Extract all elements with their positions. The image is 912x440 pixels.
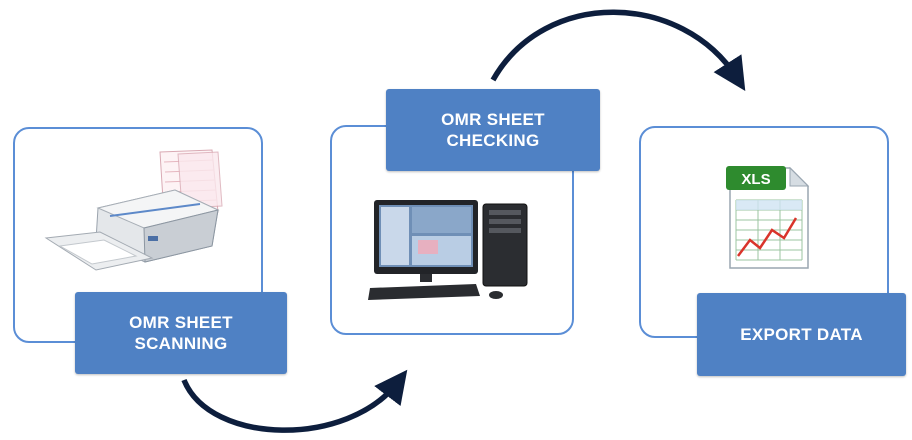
arrow-scanning-to-checking bbox=[181, 369, 408, 433]
desktop-computer-icon bbox=[368, 200, 528, 300]
xls-badge-text: XLS bbox=[741, 171, 770, 188]
step-label-export: EXPORT DATA bbox=[697, 293, 906, 376]
arrow-checking-to-export bbox=[490, 9, 746, 91]
step-label-scanning: OMR SHEET SCANNING bbox=[75, 292, 287, 374]
xls-file-icon: XLS bbox=[726, 166, 810, 269]
step-label-checking: OMR SHEET CHECKING bbox=[386, 89, 600, 171]
scanner-icon bbox=[44, 149, 223, 271]
